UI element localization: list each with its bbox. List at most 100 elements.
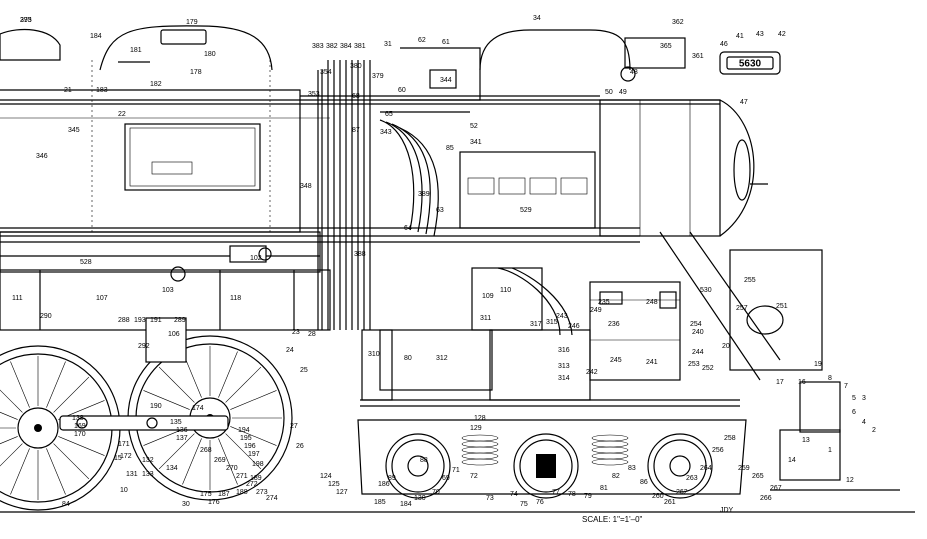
- part-callout-label: 3: [862, 395, 866, 402]
- part-callout-label: 257: [736, 305, 748, 312]
- part-callout-label: 12: [846, 477, 854, 484]
- part-callout-label: 381: [354, 43, 366, 50]
- part-callout-label: 240: [692, 329, 704, 336]
- part-callout-label: 354: [320, 69, 332, 76]
- part-callout-label: 110: [500, 287, 511, 294]
- part-callout-label: 75: [520, 501, 528, 508]
- headlight-bracket: [624, 37, 686, 69]
- part-callout-label: 6: [852, 409, 856, 416]
- part-callout-label: 341: [470, 139, 482, 146]
- part-callout-label: 61: [442, 39, 450, 46]
- part-callout-label: 266: [760, 495, 772, 502]
- part-callout-label: 70: [432, 489, 440, 496]
- part-callout-label: 528: [80, 259, 92, 266]
- smokebox: [599, 99, 721, 237]
- part-callout-label: 313: [558, 363, 570, 370]
- part-callout-label: 21: [64, 87, 72, 94]
- part-callout-label: 133: [142, 471, 154, 478]
- number-plate-frame: [719, 51, 781, 75]
- part-callout-label: 265: [752, 473, 764, 480]
- air-tank-box: [459, 151, 596, 229]
- part-callout-label: 171: [118, 441, 130, 448]
- part-callout-label: 197: [248, 451, 260, 458]
- part-callout-label: 132: [142, 457, 154, 464]
- part-callout-label: 15: [114, 455, 122, 462]
- part-callout-label: 193: [134, 317, 146, 324]
- part-callout-label: 258: [724, 435, 736, 442]
- part-callout-label: 188: [236, 489, 248, 496]
- part-callout-label: 185: [374, 499, 386, 506]
- part-callout-label: 138: [72, 415, 84, 422]
- part-callout-label: 176: [208, 499, 220, 506]
- part-callout-label: 26: [296, 443, 304, 450]
- part-callout-label: 310: [368, 351, 380, 358]
- part-callout-label: 52: [470, 123, 478, 130]
- part-callout-label: 103: [162, 287, 174, 294]
- part-callout-label: 7: [844, 383, 848, 390]
- part-callout-label: 187: [218, 491, 230, 498]
- top-housing: [479, 29, 631, 71]
- part-callout-label: 25: [300, 367, 308, 374]
- part-callout-label: 69: [442, 475, 450, 482]
- part-callout-label: 34: [533, 15, 541, 22]
- part-callout-label: 384: [340, 43, 352, 50]
- part-callout-label: 260: [652, 493, 664, 500]
- dome-cover: [160, 29, 207, 45]
- part-callout-label: 4: [862, 419, 866, 426]
- part-callout-label: 180: [204, 51, 216, 58]
- part-callout-label: 273: [256, 489, 268, 496]
- part-callout-label: 64: [404, 225, 412, 232]
- part-callout-label: 179: [186, 19, 198, 26]
- part-callout-label: 348: [300, 183, 312, 190]
- part-callout-label: 5: [852, 395, 856, 402]
- part-callout-label: 379: [372, 73, 384, 80]
- engine-number: 5630: [739, 59, 762, 70]
- part-callout-label: 198: [252, 461, 264, 468]
- part-callout-label: 172: [120, 453, 132, 460]
- boiler-piping: [300, 60, 600, 330]
- steam-dome: [99, 25, 273, 71]
- part-callout-label: 382: [326, 43, 338, 50]
- part-callout-label: 251: [776, 303, 788, 310]
- part-callout-label: 255: [744, 277, 756, 284]
- part-callout-label: 78: [568, 491, 576, 498]
- part-callout-label: 184: [400, 501, 412, 508]
- part-callout-label: 137: [176, 435, 188, 442]
- part-callout-label: 253: [688, 361, 700, 368]
- part-callout-label: 89: [388, 475, 396, 482]
- part-callout-label: 27: [290, 423, 298, 430]
- part-callout-label: 73: [486, 495, 494, 502]
- part-callout-label: 24: [286, 347, 294, 354]
- part-callout-label: 314: [558, 375, 570, 382]
- part-callout-label: 362: [672, 19, 684, 26]
- part-callout-label: 272: [246, 481, 258, 488]
- part-callout-label: 245: [610, 357, 622, 364]
- part-callout-label: 186: [378, 481, 390, 488]
- part-callout-label: 84: [62, 501, 70, 508]
- part-callout-label: 243: [556, 313, 568, 320]
- truck-wheel-2: [513, 433, 579, 499]
- truck-wheel-3: [647, 433, 713, 499]
- part-callout-label: 169: [74, 423, 86, 430]
- part-callout-label: 312: [436, 355, 448, 362]
- part-callout-label: 270: [226, 465, 238, 472]
- part-callout-label: 30: [182, 501, 190, 508]
- part-callout-label: 292: [138, 343, 150, 350]
- feedwater-pump: [589, 281, 681, 381]
- boiler-section: 5630: [0, 25, 781, 330]
- part-callout-label: 65: [385, 111, 393, 118]
- part-callout-label: 252: [702, 365, 714, 372]
- part-callout-label: 76: [536, 499, 544, 506]
- part-callout-label: 235: [598, 299, 610, 306]
- part-callout-label: 14: [788, 457, 796, 464]
- part-callout-label: 194: [238, 427, 250, 434]
- part-callout-label: 316: [558, 347, 570, 354]
- part-callout-label: 288: [118, 317, 130, 324]
- part-callout-label: 10: [120, 487, 128, 494]
- part-callout-label: 68: [352, 93, 360, 100]
- part-callout-label: 19: [814, 361, 822, 368]
- sand-dome: [0, 28, 61, 61]
- part-callout-label: 71: [452, 467, 460, 474]
- part-callout-label: 189: [250, 475, 262, 482]
